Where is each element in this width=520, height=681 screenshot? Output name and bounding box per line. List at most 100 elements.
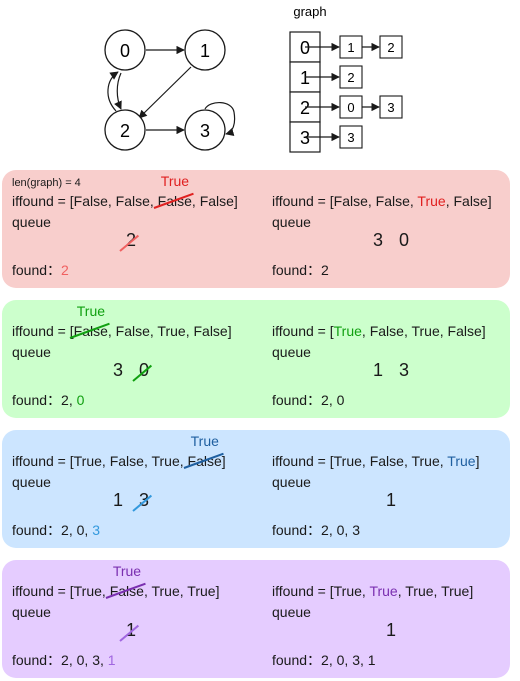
adjacency-index-label: 3 [300, 128, 310, 148]
iffound-cell: False [447, 323, 482, 339]
iffound-separator: , [403, 453, 412, 469]
found-value: 1 [107, 652, 116, 668]
iffound-cell: False [375, 193, 410, 209]
iffound-separator: , [403, 323, 412, 339]
found-value: 2 [61, 522, 69, 538]
iffound-suffix: ] [227, 323, 232, 339]
iffound-cell: True [333, 323, 362, 339]
found-separator: , [68, 522, 77, 538]
iffound-separator: , [101, 583, 110, 599]
found-value: 1 [367, 652, 376, 668]
edge-1-2 [138, 66, 192, 119]
iffound-cell: False [73, 193, 108, 209]
iffound-cell: True [157, 323, 186, 339]
found-value: 2 [61, 652, 69, 668]
iffound-cell: False [193, 323, 228, 339]
iffound-separator: , [179, 583, 188, 599]
left-found-line: found：2, 0, 3 [12, 523, 100, 537]
iffound-separator: , [361, 583, 370, 599]
graph-node-0: 0 [104, 29, 146, 71]
iffound-separator: , [149, 193, 158, 209]
adjacency-neighbor-label: 1 [347, 40, 354, 55]
iffound-cell: True [73, 583, 102, 599]
right-queue-label: queue [272, 604, 311, 620]
iffound-prefix: iffound = [ [12, 193, 74, 209]
iffound-separator: , [185, 323, 194, 339]
found-value: 3 [352, 522, 360, 538]
right-queue-item: 1 [373, 360, 384, 380]
iffound-separator: , [439, 323, 448, 339]
iffound-cell: True [405, 583, 434, 599]
right-found-line: found：2, 0 [272, 393, 344, 407]
iffound-separator: , [367, 193, 376, 209]
update-marker: True [190, 433, 219, 449]
update-marker: True [160, 173, 190, 189]
iffound-suffix: ] [475, 453, 480, 469]
iffound-cell: True [333, 583, 362, 599]
iffound-prefix: iffound = [ [272, 583, 334, 599]
adjacency-neighbor-label: 2 [347, 70, 354, 85]
iffound-prefix: iffound = [ [12, 323, 74, 339]
adjacency-neighbor-label: 3 [387, 100, 394, 115]
iffound-suffix: ] [487, 193, 492, 209]
iffound-separator: , [149, 323, 158, 339]
right-iffound-line: iffound = [True, True, True, True] [272, 584, 473, 598]
iffound-separator: , [101, 453, 110, 469]
iffound-separator: , [439, 453, 448, 469]
found-separator: , [328, 652, 337, 668]
found-value: 0 [76, 652, 85, 668]
found-separator: , [328, 522, 337, 538]
edge-0-2 [114, 72, 122, 110]
found-separator: , [84, 652, 93, 668]
iffound-cell: True [151, 583, 180, 599]
iffound-prefix: iffound = [ [12, 583, 74, 599]
right-queue-item: 3 [399, 360, 410, 380]
found-value: 3 [92, 652, 100, 668]
len-note: len(graph) = 4 [12, 177, 81, 189]
iffound-cell: False [115, 323, 150, 339]
right-found-line: found：2 [272, 263, 329, 277]
right-queue-label: queue [272, 214, 311, 230]
adjacency-caption: graph [293, 4, 326, 19]
right-queue-item: 1 [386, 620, 397, 640]
left-queue-label: queue [12, 214, 51, 230]
found-value: 0 [76, 522, 85, 538]
iffound-separator: , [433, 583, 442, 599]
adjacency-neighbor-cell [379, 35, 403, 59]
iffound-cell: True [187, 583, 216, 599]
left-queue-item: 3 [113, 360, 124, 380]
iffound-separator: , [361, 453, 370, 469]
found-separator: , [84, 522, 93, 538]
graph-node-1: 1 [184, 29, 226, 71]
adjacency-neighbor-label: 2 [387, 40, 394, 55]
iffound-separator: , [143, 583, 152, 599]
iffound-cell: True [411, 453, 440, 469]
found-separator: , [100, 652, 108, 668]
right-iffound-line: iffound = [False, False, True, False] [272, 194, 492, 208]
adjacency-index-label: 0 [300, 38, 310, 58]
iffound-separator: , [107, 323, 116, 339]
right-queue-label: queue [272, 344, 311, 360]
right-queue-item: 3 [373, 230, 384, 250]
iffound-prefix: iffound = [ [272, 193, 334, 209]
iffound-cell: False [199, 193, 234, 209]
iffound-suffix: ] [215, 583, 220, 599]
iffound-cell: False [453, 193, 488, 209]
found-label: found： [12, 522, 62, 538]
node-label: 3 [200, 121, 210, 141]
iffound-separator: , [361, 323, 370, 339]
adjacency-neighbor-label: 3 [347, 130, 354, 145]
iffound-suffix: ] [469, 583, 474, 599]
iffound-suffix: ] [481, 323, 486, 339]
found-label: found： [12, 262, 62, 278]
found-value: 3 [92, 522, 100, 538]
found-label: found： [272, 262, 322, 278]
right-queue-item: 0 [399, 230, 410, 250]
found-value: 2 [321, 652, 329, 668]
graph-node-3: 3 [184, 109, 226, 151]
adjacency-neighbor-cell [379, 95, 403, 119]
iffound-cell: True [369, 583, 398, 599]
iffound-suffix: ] [233, 193, 238, 209]
iffound-separator: , [107, 193, 116, 209]
